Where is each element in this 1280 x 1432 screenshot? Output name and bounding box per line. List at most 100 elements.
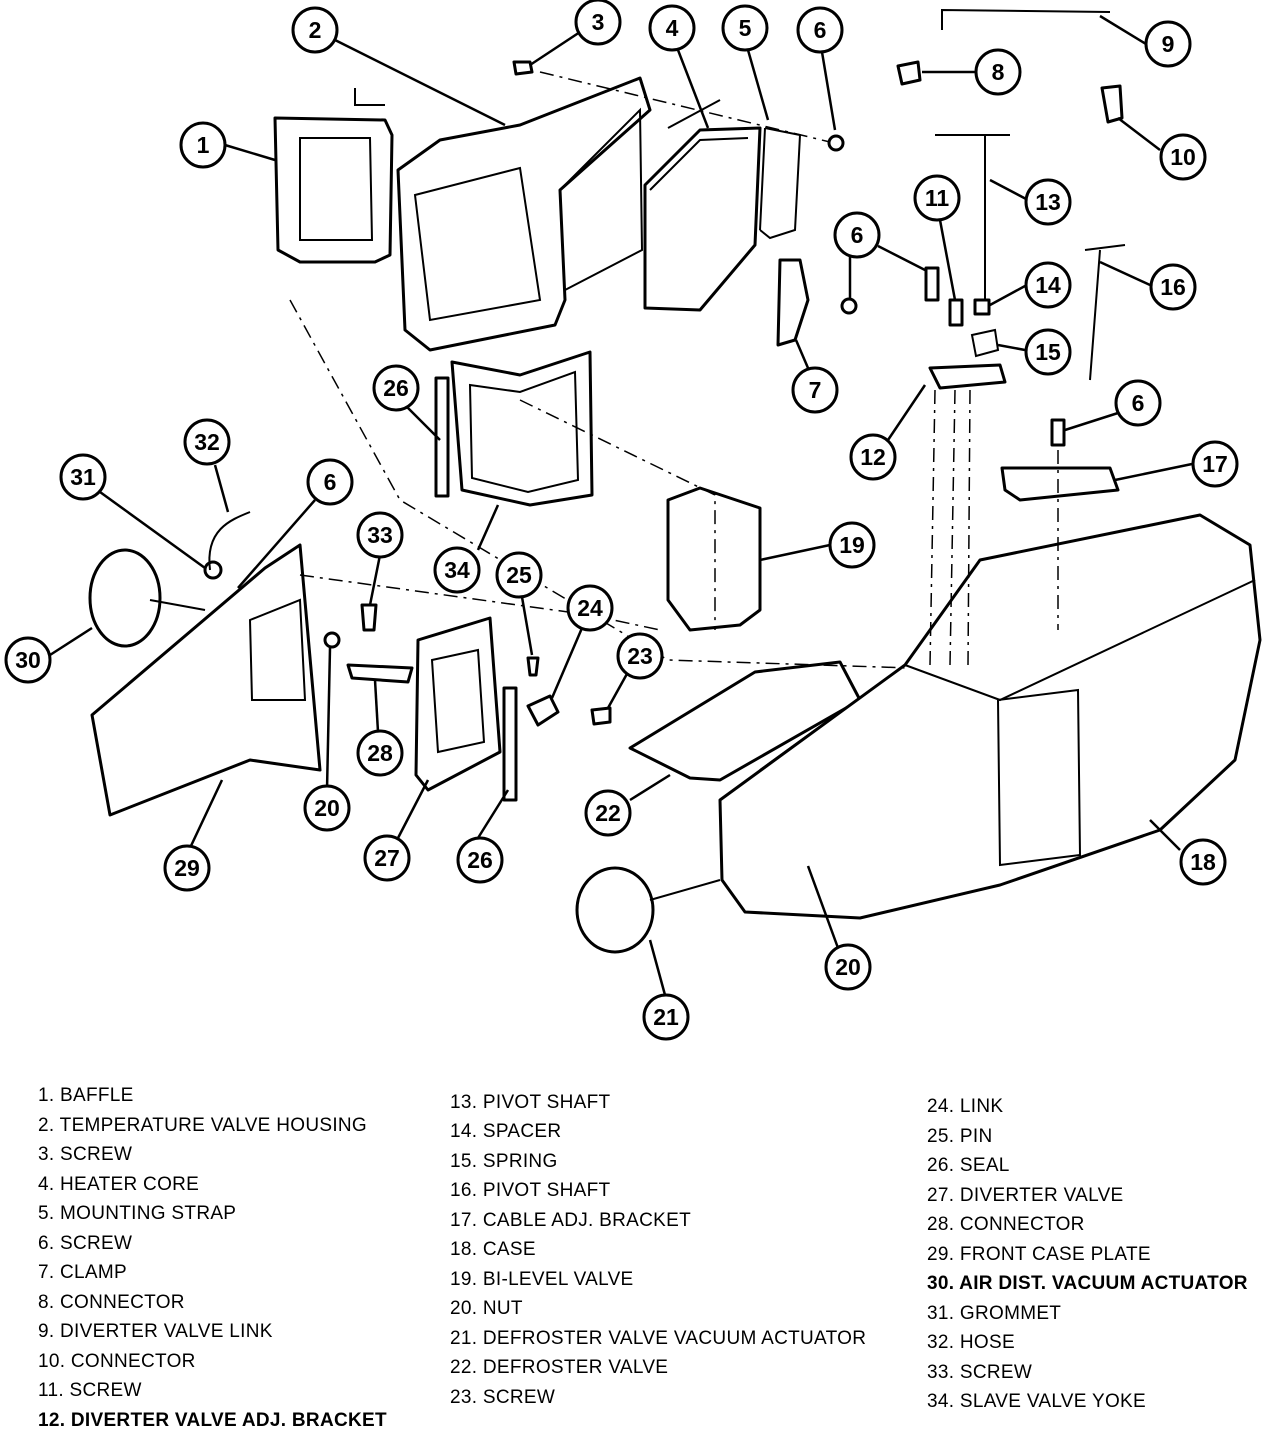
callout-label: 6 (814, 17, 827, 43)
callout-20: 20 (303, 784, 351, 832)
legend-item: 11. SCREW (38, 1380, 142, 1401)
legend-item: 13. PIVOT SHAFT (450, 1092, 611, 1113)
part-connector-10 (1100, 84, 1124, 124)
callout-16: 16 (1149, 263, 1197, 311)
callout-label: 22 (595, 800, 621, 826)
callout-label: 10 (1170, 144, 1196, 170)
part-clamp (776, 258, 810, 347)
legend-item: 15. SPRING (450, 1151, 558, 1172)
legend-item: 8. CONNECTOR (38, 1292, 185, 1313)
callout-23: 23 (616, 632, 664, 680)
callout-28: 28 (356, 729, 404, 777)
callout-5: 5 (721, 4, 769, 52)
callout-15: 15 (1024, 328, 1072, 376)
callout-26: 26 (372, 364, 420, 412)
legend-item: 33. SCREW (927, 1362, 1033, 1383)
callout-label: 9 (1162, 31, 1175, 57)
callout-label: 15 (1035, 339, 1061, 365)
callout-2: 2 (291, 6, 339, 54)
part-spacer (973, 298, 991, 316)
legend-item: 7. CLAMP (38, 1262, 127, 1283)
callout-label: 32 (194, 429, 220, 455)
part-screw-6c (924, 266, 940, 302)
callout-label: 3 (592, 9, 605, 35)
callout-19: 19 (828, 521, 876, 569)
callout-34: 34 (433, 546, 481, 594)
callout-label: 25 (506, 562, 532, 588)
legend-item: 2. TEMPERATURE VALVE HOUSING (38, 1115, 368, 1136)
part-diverter-valve (414, 616, 502, 792)
callout-12: 12 (849, 433, 897, 481)
legend-item: 31. GROMMET (927, 1303, 1062, 1324)
legend-item: 20. NUT (450, 1298, 523, 1319)
legend-item: 29. FRONT CASE PLATE (927, 1244, 1151, 1265)
callout-label: 31 (70, 464, 96, 490)
callout-8: 8 (974, 48, 1022, 96)
legend-item: 1. BAFFLE (38, 1085, 134, 1106)
callout-group: 1 2 3 4 5 6 6 6 6 7 8 9 10 11 12 13 14 1… (4, 0, 1239, 1041)
callout-20: 20 (824, 943, 872, 991)
legend-item: 9. DIVERTER VALVE LINK (38, 1321, 273, 1342)
callout-label: 20 (835, 954, 861, 980)
legend-item: 27. DIVERTER VALVE (927, 1185, 1124, 1206)
callout-label: 26 (383, 375, 409, 401)
legend-item: 16. PIVOT SHAFT (450, 1180, 611, 1201)
part-case (718, 513, 1262, 920)
part-screw-33 (360, 603, 378, 632)
callout-label: 28 (367, 740, 393, 766)
callout-label: 17 (1202, 451, 1228, 477)
parts-artwork (88, 8, 1262, 954)
part-spring (970, 328, 1000, 358)
callout-label: 14 (1035, 272, 1061, 298)
callout-label: 6 (1132, 390, 1145, 416)
callout-21: 21 (642, 993, 690, 1041)
legend-item: 30. AIR DIST. VACUUM ACTUATOR (927, 1273, 1248, 1294)
part-screw-11 (948, 298, 964, 327)
legend-item: 25. PIN (927, 1126, 993, 1147)
part-connector-8 (896, 60, 922, 86)
callout-33: 33 (356, 511, 404, 559)
part-diverter-valve-adj-bracket (928, 363, 1007, 390)
callout-label: 6 (324, 469, 337, 495)
part-mounting-strap (759, 127, 802, 240)
callout-label: 5 (739, 15, 752, 41)
part-cable-adj-bracket (1000, 466, 1120, 502)
callout-label: 6 (851, 222, 864, 248)
legend-item: 3. SCREW (38, 1144, 133, 1165)
legend-item: 23. SCREW (450, 1387, 556, 1408)
callout-18: 18 (1179, 838, 1227, 886)
part-pivot-shaft-13 (935, 134, 1010, 300)
callout-label: 7 (809, 377, 822, 403)
callout-label: 21 (653, 1004, 679, 1030)
callout-1: 1 (179, 121, 227, 169)
callout-9: 9 (1144, 20, 1192, 68)
callout-label: 26 (467, 847, 493, 873)
callout-31: 31 (59, 453, 107, 501)
part-screw-23 (590, 706, 612, 726)
legend-item: 18. CASE (450, 1239, 536, 1260)
callout-label: 30 (15, 647, 41, 673)
part-front-case-plate (90, 543, 322, 817)
callout-32: 32 (183, 418, 231, 466)
callout-7: 7 (791, 366, 839, 414)
callout-22: 22 (584, 789, 632, 837)
callout-label: 13 (1035, 189, 1061, 215)
callout-label: 20 (314, 795, 340, 821)
callout-label: 24 (577, 595, 603, 621)
callout-29: 29 (163, 844, 211, 892)
callout-14: 14 (1024, 261, 1072, 309)
callout-label: 11 (925, 185, 950, 211)
legend-item: 26. SEAL (927, 1155, 1010, 1176)
part-slave-valve-yoke (450, 350, 594, 507)
legend-item: 34. SLAVE VALVE YOKE (927, 1391, 1146, 1412)
callout-label: 4 (666, 15, 679, 41)
part-pivot-shaft-16 (1084, 244, 1126, 381)
part-screw-6d (1050, 418, 1066, 447)
legend-item: 22. DEFROSTER VALVE (450, 1357, 669, 1378)
legend-item: 10. CONNECTOR (38, 1351, 196, 1372)
legend-item: 14. SPACER (450, 1121, 562, 1142)
part-air-dist-vacuum-actuator (88, 548, 162, 648)
part-heater-core (643, 99, 762, 312)
part-temperature-valve-housing (396, 76, 652, 352)
part-hose (208, 511, 251, 571)
